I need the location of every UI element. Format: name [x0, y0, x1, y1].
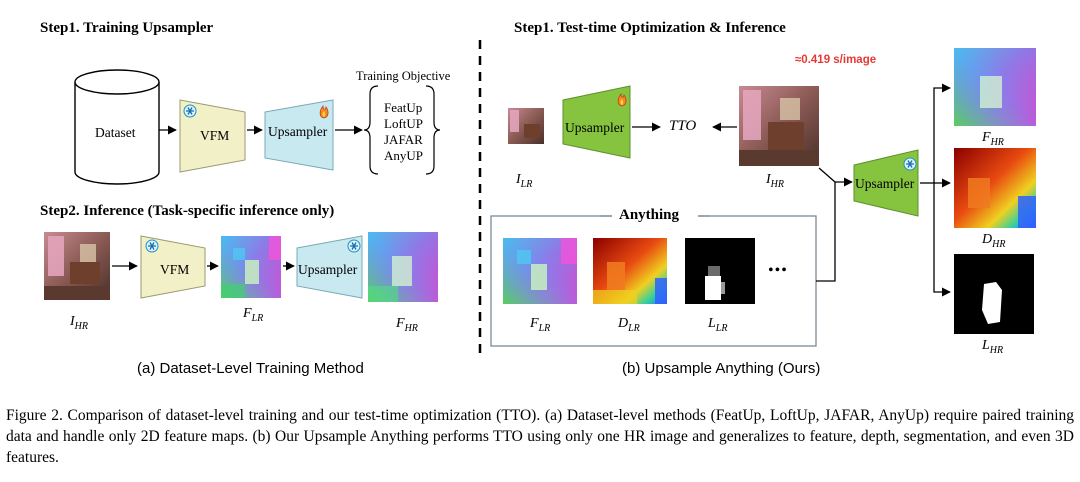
input-lr-image — [508, 108, 544, 144]
hr-segmentation-label: LHR — [982, 338, 1004, 356]
connector-anything-to-upsampler — [816, 177, 853, 282]
flame-icon — [617, 92, 627, 107]
figure-caption: Figure 2. Comparison of dataset-level tr… — [6, 407, 1074, 466]
upsampler-block-inference — [296, 235, 363, 299]
subcaption-a: (a) Dataset-Level Training Method — [137, 360, 364, 377]
objective-brace-left — [363, 85, 379, 175]
step1-tto-title: Step1. Test-time Optimization & Inferenc… — [514, 20, 786, 36]
lr-feature-map — [503, 238, 577, 304]
fanout-to-fhr — [933, 83, 951, 183]
feature-lr-label: FLR — [243, 306, 264, 324]
comparison-diagram — [44, 40, 1036, 355]
lr-depth-map — [593, 238, 667, 304]
objective-item: LoftUP — [384, 116, 423, 131]
vfm-block — [179, 99, 246, 173]
snowflake-icon — [903, 157, 917, 171]
snowflake-icon — [183, 104, 197, 118]
feature-hr-label: FHR — [396, 316, 418, 334]
lr-feature-label: FLR — [530, 316, 551, 334]
input-hr-label: IHR — [70, 314, 89, 332]
objective-list: FeatUp LoftUP JAFAR AnyUP — [384, 100, 423, 164]
inference-upsampler-label: Upsampler — [855, 176, 915, 191]
subcaption-b: (b) Upsample Anything (Ours) — [622, 360, 821, 377]
dataset-cylinder — [74, 69, 160, 185]
objective-item: JAFAR — [384, 132, 423, 147]
dataset-label: Dataset — [95, 125, 136, 140]
tto-label: TTO — [669, 118, 697, 134]
high-res-feature-map — [368, 232, 438, 302]
inference-upsampler-block — [853, 149, 919, 217]
hr-depth-label: DHR — [982, 232, 1006, 250]
fanout-to-lhr — [933, 183, 951, 297]
objective-brace-right — [425, 85, 441, 175]
connector-hr-image-to-upsampler — [818, 167, 836, 183]
hr-feature-output — [954, 48, 1036, 126]
training-objective-title: Training Objective — [356, 69, 451, 83]
tto-upsampler-label: Upsampler — [565, 120, 625, 135]
upsampler-label-inference: Upsampler — [298, 262, 358, 277]
step2-inference-title: Step2. Inference (Task-specific inferenc… — [40, 203, 335, 219]
upsampler-label: Upsampler — [268, 124, 328, 139]
snowflake-icon — [145, 239, 159, 253]
lr-segmentation-label: LLR — [708, 316, 728, 334]
anything-title: Anything — [619, 207, 680, 223]
lr-depth-label: DLR — [618, 316, 640, 334]
upsampler-block — [264, 99, 334, 171]
hr-depth-output — [954, 148, 1036, 228]
input-hr-image-right — [739, 86, 819, 166]
flame-icon — [319, 104, 329, 119]
more-modalities-ellipsis: ••• — [768, 262, 788, 279]
vfm-label: VFM — [200, 128, 230, 143]
lr-segmentation-map — [685, 238, 755, 304]
input-hr-image — [44, 232, 110, 300]
snowflake-icon — [347, 239, 361, 253]
objective-item: FeatUp — [384, 100, 423, 115]
tto-upsampler-block — [562, 85, 631, 159]
objective-item: AnyUP — [384, 148, 424, 163]
vfm-label-inference: VFM — [160, 262, 190, 277]
input-hr-label-right: IHR — [766, 172, 785, 190]
speed-annotation: ≈0.419 s/image — [795, 54, 877, 66]
hr-segmentation-output — [954, 254, 1034, 334]
low-res-feature-map — [221, 236, 281, 298]
hr-feature-label: FHR — [982, 130, 1004, 148]
vfm-block-inference — [140, 235, 206, 299]
input-lr-label: ILR — [516, 172, 533, 190]
step1-training-title: Step1. Training Upsampler — [40, 20, 214, 36]
